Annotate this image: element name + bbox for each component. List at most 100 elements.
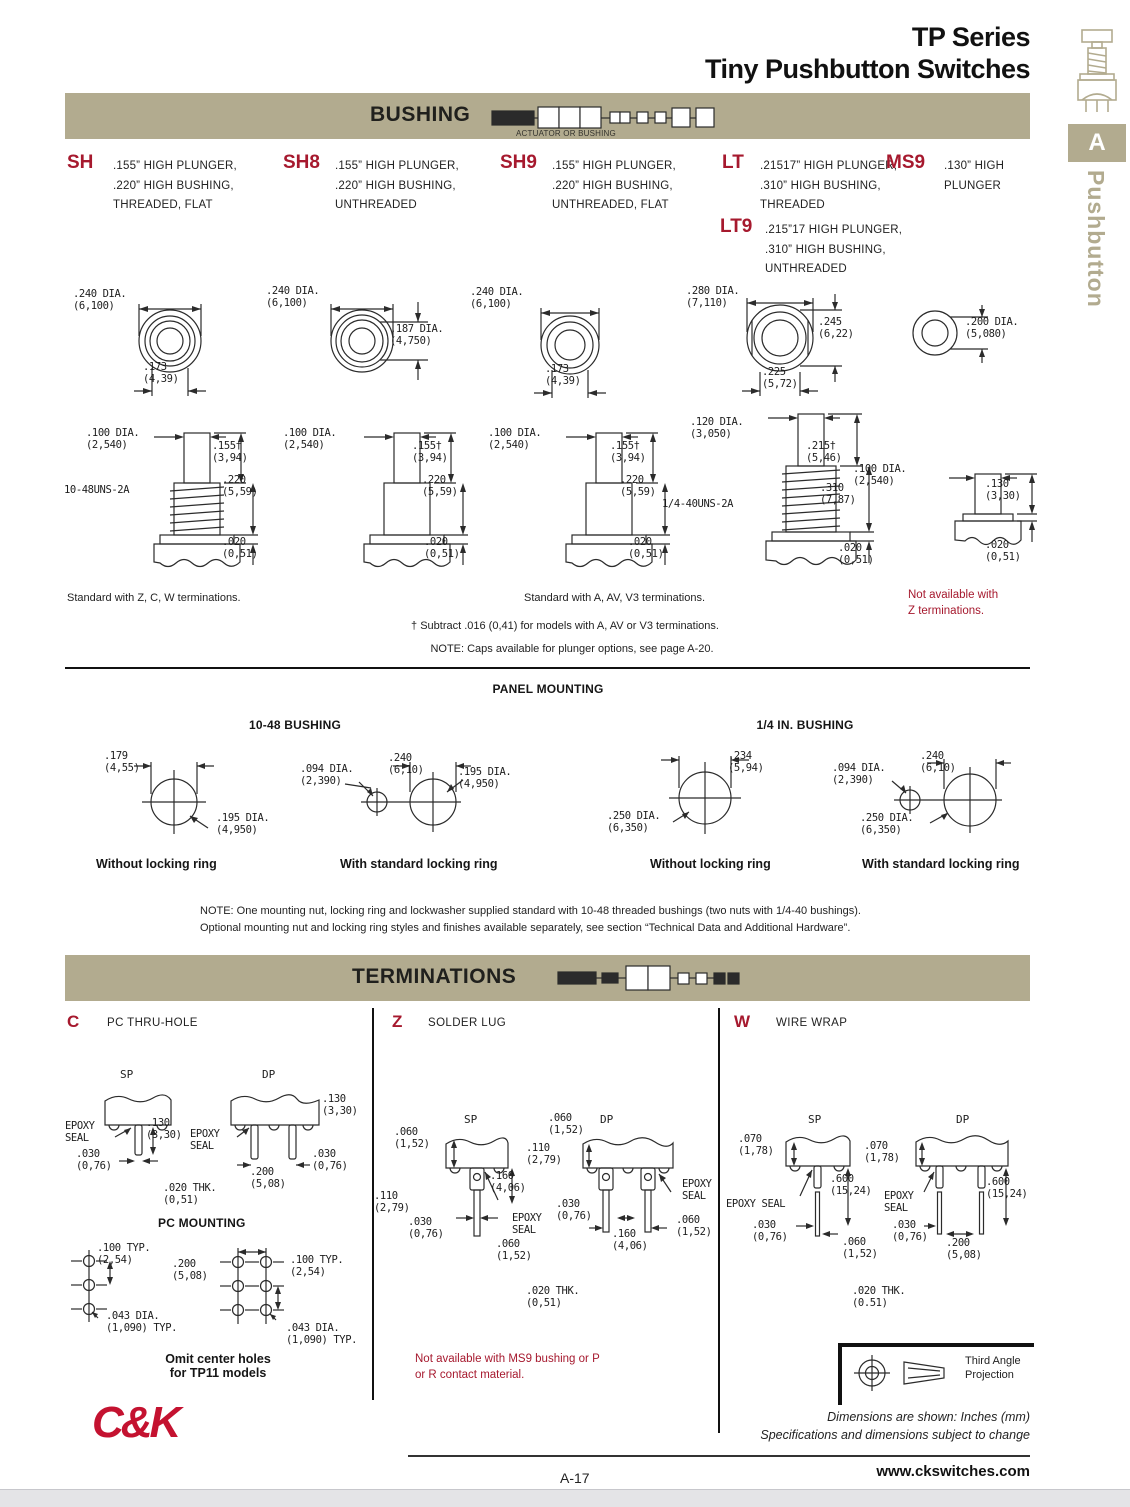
dim-w-sp-d2: .600 (15,24) [830, 1173, 872, 1198]
terminations-section-title: TERMINATIONS [352, 965, 517, 988]
bushing-code-lt9: LT9 [720, 216, 753, 237]
pm-note-line1: NOTE: One mounting nut, locking ring and… [200, 905, 861, 917]
page-title-product: Tiny Pushbutton Switches [704, 54, 1031, 84]
pm-b-caption: With standard locking ring [340, 857, 498, 871]
third-angle-projection-box [838, 1343, 1034, 1405]
dim-sh-top-flat: .173 (4,39) [143, 361, 179, 386]
bushing-code-sh: SH [67, 152, 94, 173]
pushbutton-switch-icon [1077, 29, 1117, 112]
dim-c-dp-pitch: .200 (5,08) [250, 1166, 286, 1191]
dim-sh8-plunger-dia: .100 DIA. (2,540) [283, 427, 337, 452]
pcm-omit-note: Omit center holes for TP11 models [165, 1352, 271, 1380]
panel-mounting-title: PANEL MOUNTING [492, 682, 604, 696]
c-sp-label: SP [120, 1068, 134, 1081]
dim-w-dp-d1: .070 (1,78) [864, 1140, 900, 1165]
dim-z-sp-d3: .160 (4,06) [490, 1170, 526, 1195]
bushing-desc-sh: .155” HIGH PLUNGER, .220” HIGH BUSHING, … [113, 160, 237, 212]
termination-name-w: WIRE WRAP [776, 1017, 848, 1029]
pm-quarter-without-drawing [661, 756, 749, 834]
dim-pm-b-small-dia: .094 DIA. (2,390) [300, 763, 354, 788]
termination-code-z: Z [392, 1012, 403, 1031]
dim-pm-d-small-dia: .094 DIA. (2,390) [832, 762, 886, 787]
terminations-section-bar [65, 955, 1030, 1001]
dim-sh8-top-dia: .240 DIA. (6,100) [266, 285, 320, 310]
dim-pcm-right-span: .200 (5,08) [172, 1258, 208, 1283]
sidebar-category-label: Pushbutton [1083, 170, 1109, 308]
w-dp-epoxy-label: EPOXY SEAL [884, 1190, 914, 1215]
pcm-double-drawing [220, 1248, 284, 1324]
note-caps: NOTE: Caps available for plunger options… [430, 643, 714, 655]
dim-w-sp-d1: .070 (1,78) [738, 1133, 774, 1158]
section-divider [65, 667, 1030, 669]
website-link[interactable]: www.ckswitches.com [876, 1463, 1030, 1480]
pm-1048-with-drawing [344, 762, 471, 832]
section-tab: A [1068, 124, 1126, 162]
dim-lt-top-flat: .225 (5,72) [762, 366, 798, 391]
dim-sh-plunger-h: .155† (3,94) [212, 440, 248, 465]
dim-sh-thread: 10-48UNS-2A [64, 484, 130, 496]
dim-lt-thread: 1/4-40UNS-2A [662, 498, 734, 510]
dim-z-sp-d4: .030 (0,76) [408, 1216, 444, 1241]
dim-sh8-top-inner: .187 DIA. (4,750) [390, 323, 444, 348]
dim-lt-top-height: .245 (6,22) [818, 316, 854, 341]
footer-rule [408, 1455, 1030, 1457]
w-sp-drawing [785, 1135, 851, 1237]
note-standard-zcw: Standard with Z, C, W terminations. [67, 592, 241, 604]
part-number-diagram-terminations [557, 965, 740, 991]
dim-pcm-left-dia: .043 DIA. (1,090) TYP. [106, 1310, 178, 1335]
dim-w-dp-d4: .200 (5,08) [946, 1237, 982, 1262]
note-standard-aavv3: Standard with A, AV, V3 terminations. [524, 592, 705, 604]
dim-lt-top-dia: .280 DIA. (7,110) [686, 285, 740, 310]
bushing-desc-lt: .21517” HIGH PLUNGER, .310” HIGH BUSHING… [760, 160, 898, 212]
dim-pcm-right-pitch: .100 TYP. (2,54) [290, 1254, 344, 1279]
dim-ms9-plunger-h: .130 (3,30) [985, 478, 1021, 503]
dim-z-dp-d3: .030 (0,76) [556, 1198, 592, 1223]
dim-pm-b-spacing: .240 (6,10) [388, 752, 424, 777]
dim-z-sp-d2: .110 (2,79) [374, 1190, 410, 1215]
dim-lt-flange-h: .020 (0,51) [838, 542, 874, 567]
dim-sh-flange-h: .020 (0,51) [222, 536, 258, 561]
dim-pcm-right-dia: .043 DIA. (1,090) TYP. [286, 1322, 358, 1347]
footer-dimensions-note: Dimensions are shown: Inches (mm) [827, 1410, 1030, 1424]
dim-sh9-flange-h: .020 (0,51) [628, 536, 664, 561]
dim-z-dp-d1: .060 (1,52) [548, 1112, 584, 1137]
dim-z-sp-d5: .060 (1,52) [496, 1238, 532, 1263]
lt-side-view-drawing [765, 413, 874, 566]
bushing-section-title: BUSHING [370, 103, 471, 126]
dim-w-dp-d3: .030 (0,76) [892, 1219, 928, 1244]
bushing-code-sh9: SH9 [500, 152, 537, 173]
sh9-side-view-drawing [565, 432, 670, 568]
dim-w-thk: .020 THK. (0.51) [852, 1285, 906, 1310]
z-dp-label: DP [600, 1113, 614, 1126]
termination-code-w: W [734, 1012, 751, 1031]
dim-w-sp-d4: .060 (1,52) [842, 1236, 878, 1261]
dim-sh9-plunger-dia: .100 DIA. (2,540) [488, 427, 542, 452]
z-dp-epoxy-label: EPOXY SEAL [682, 1178, 712, 1203]
pc-mounting-title: PC MOUNTING [158, 1216, 246, 1230]
z-sp-drawing [445, 1137, 515, 1237]
page-number: A-17 [560, 1470, 590, 1486]
sh-top-view-drawing [134, 304, 206, 396]
c-dp-label: DP [262, 1068, 276, 1081]
column-divider-cz [372, 1008, 374, 1400]
bushing-code-ms9: MS9 [886, 152, 926, 173]
ms9-side-view-drawing [949, 473, 1037, 546]
dim-pm-c-dia: .250 DIA. (6,350) [607, 810, 661, 835]
pcm-single-drawing [71, 1250, 113, 1322]
w-dp-drawing [915, 1135, 1009, 1237]
pm-a-caption: Without locking ring [96, 857, 217, 871]
column-divider-zw [718, 1008, 720, 1433]
dim-sh9-top-flat: .173 (4,39) [545, 363, 581, 388]
pm-1048-without-drawing [134, 762, 214, 834]
w-sp-epoxy-label: EPOXY SEAL [726, 1198, 786, 1210]
dim-pm-d-spacing: .240 (6,10) [920, 750, 956, 775]
bushing-desc-sh8: .155” HIGH PLUNGER, .220” HIGH BUSHING, … [335, 160, 459, 212]
bushing-code-sh8: SH8 [283, 152, 320, 173]
dim-pm-a-dia: .195 DIA. (4,950) [216, 812, 270, 837]
part-number-diagram-bushing [491, 106, 715, 129]
dim-sh9-top-dia: .240 DIA. (6,100) [470, 286, 524, 311]
dim-z-dp-d4: .160 (4,06) [612, 1228, 648, 1253]
termination-name-c: PC THRU-HOLE [107, 1017, 198, 1029]
dim-ms9-plunger-dia: .100 DIA. (2,540) [853, 463, 907, 488]
